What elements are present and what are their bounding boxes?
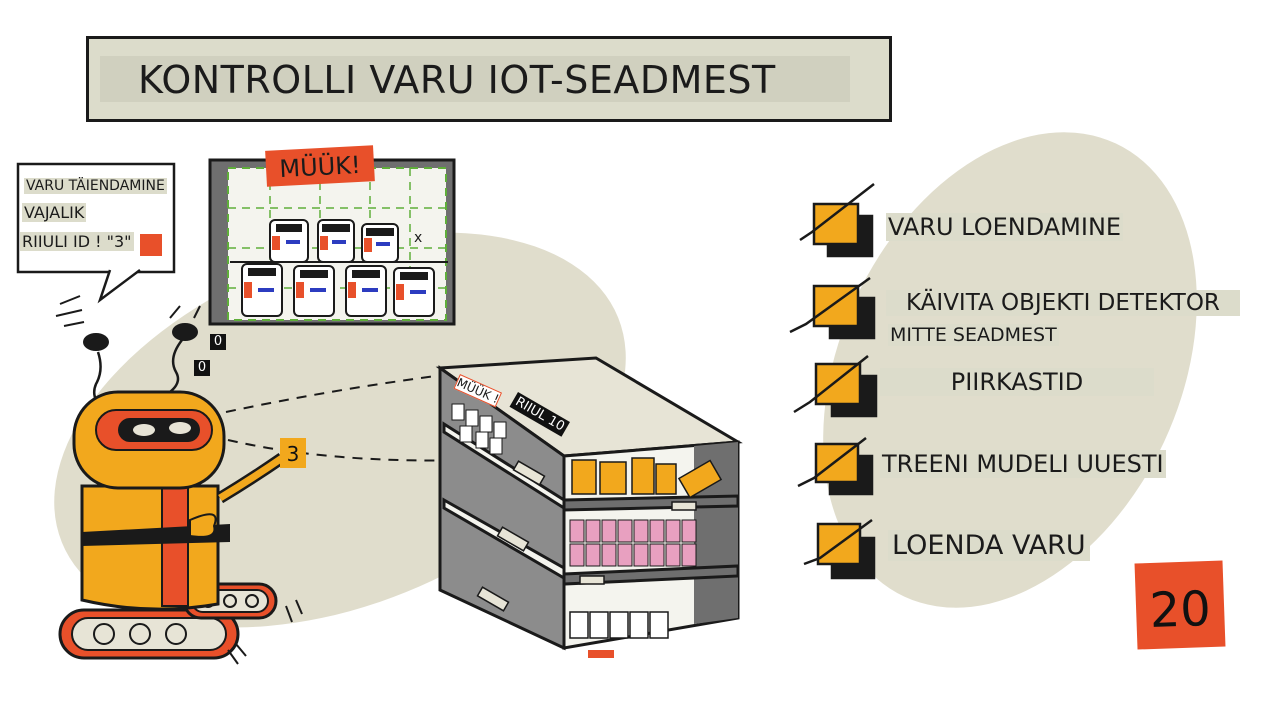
display-badge-2: 0 xyxy=(194,360,210,376)
task-label-1: VARU LOENDAMINE xyxy=(886,213,1124,241)
checkbox-5 xyxy=(803,518,876,580)
task-label-4: TREENI MUDELI UUESTI xyxy=(880,450,1166,478)
speech-line-3: RIIULI ID ! "3" xyxy=(20,232,134,251)
shelf-camera-view xyxy=(208,158,456,326)
task-label-5: LOENDA VARU xyxy=(888,530,1090,561)
shelf-empty-mark: x xyxy=(414,230,423,246)
checklist-checkboxes xyxy=(789,183,878,580)
checkbox-1 xyxy=(799,183,875,258)
robot-shelf-id-badge: 3 xyxy=(280,438,306,468)
page-title: KONTROLLI VARU IOT-SEADMEST xyxy=(138,58,776,102)
task-label-2: KÄIVITA OBJEKTI DETEKTOR xyxy=(886,290,1240,316)
speech-line-1: VARU TÄIENDAMINE xyxy=(24,178,167,194)
task-sublabel-2: MITTE SEADMEST xyxy=(888,324,1059,346)
title-strip xyxy=(100,56,850,102)
robot xyxy=(58,375,541,665)
shelving-unit xyxy=(435,356,743,658)
checkbox-3 xyxy=(793,355,878,418)
page-number: 20 xyxy=(1134,560,1226,650)
speech-line-2: VAJALIK xyxy=(22,203,87,222)
sale-tag: MÜÜK! xyxy=(265,145,375,187)
display-badge-1: 0 xyxy=(210,334,226,350)
checkbox-4 xyxy=(797,437,874,496)
checkbox-2 xyxy=(789,276,876,340)
task-label-3: PIIRKASTID xyxy=(880,368,1154,396)
